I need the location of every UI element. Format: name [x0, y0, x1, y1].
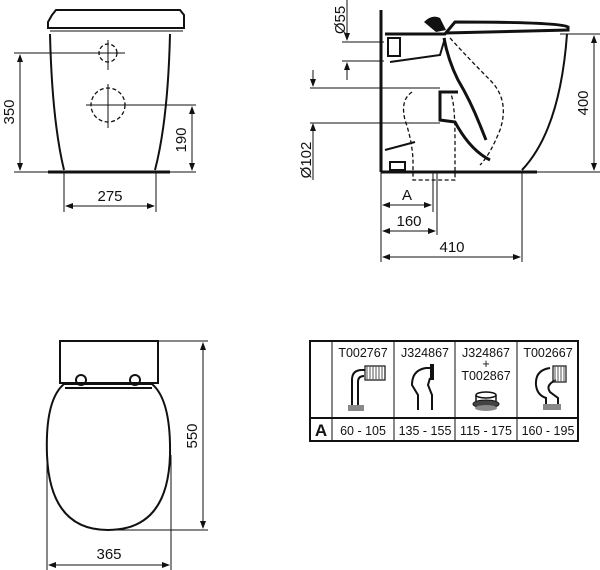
front-center-height-label: 190: [173, 127, 190, 152]
hinge-right: [129, 374, 141, 386]
extension-ring-icon: [472, 391, 500, 411]
column-range: 115 - 175: [460, 424, 512, 438]
width-label: 365: [96, 546, 121, 563]
column-code: T002667: [523, 346, 572, 360]
bowl-body-outline: [49, 33, 171, 171]
connector-table: A T002767 60 - 105 J324867 135 - 155 J32…: [309, 340, 579, 442]
seat-outline: [45, 383, 172, 532]
seat-lid: [385, 20, 570, 36]
cistern-block: [59, 340, 159, 384]
hinge-left: [75, 374, 87, 386]
hinge: [424, 16, 446, 32]
trapway: [442, 37, 488, 141]
length-label: 550: [184, 423, 201, 448]
offset-connector-icon: [410, 364, 434, 410]
front-view: 350 190 275: [1, 9, 196, 212]
column-range: 60 - 105: [340, 424, 386, 438]
column-code: J324867: [401, 346, 449, 360]
outlet-pipe-hidden: [402, 91, 456, 181]
a-dimension-label: A: [402, 187, 412, 204]
outlet-diameter-label: Ø102: [298, 142, 315, 179]
bowl-outer: [521, 33, 568, 171]
column-code: T002767: [338, 346, 387, 360]
column-code-secondary: T002867: [461, 369, 510, 383]
column-plus: +: [482, 357, 489, 371]
top-view: 550 365: [45, 340, 208, 570]
side-height-label: 400: [575, 90, 592, 115]
lid-outline: [47, 9, 185, 29]
column-code: J324867: [462, 346, 510, 360]
bend-offset-connector-icon: [534, 365, 567, 410]
bend-90-connector-icon: [348, 365, 386, 411]
side-view: Ø55 Ø102 400 A 160 410: [298, 0, 600, 262]
outlet-distance-label: 160: [396, 213, 421, 230]
column-range: 160 - 195: [522, 424, 575, 438]
front-base-width-label: 275: [97, 188, 122, 205]
front-height-label: 350: [1, 99, 18, 124]
table-row-header: A: [315, 421, 327, 440]
depth-label: 410: [439, 239, 464, 256]
inlet-diameter-label: Ø55: [332, 6, 349, 34]
column-range: 135 - 155: [399, 424, 452, 438]
